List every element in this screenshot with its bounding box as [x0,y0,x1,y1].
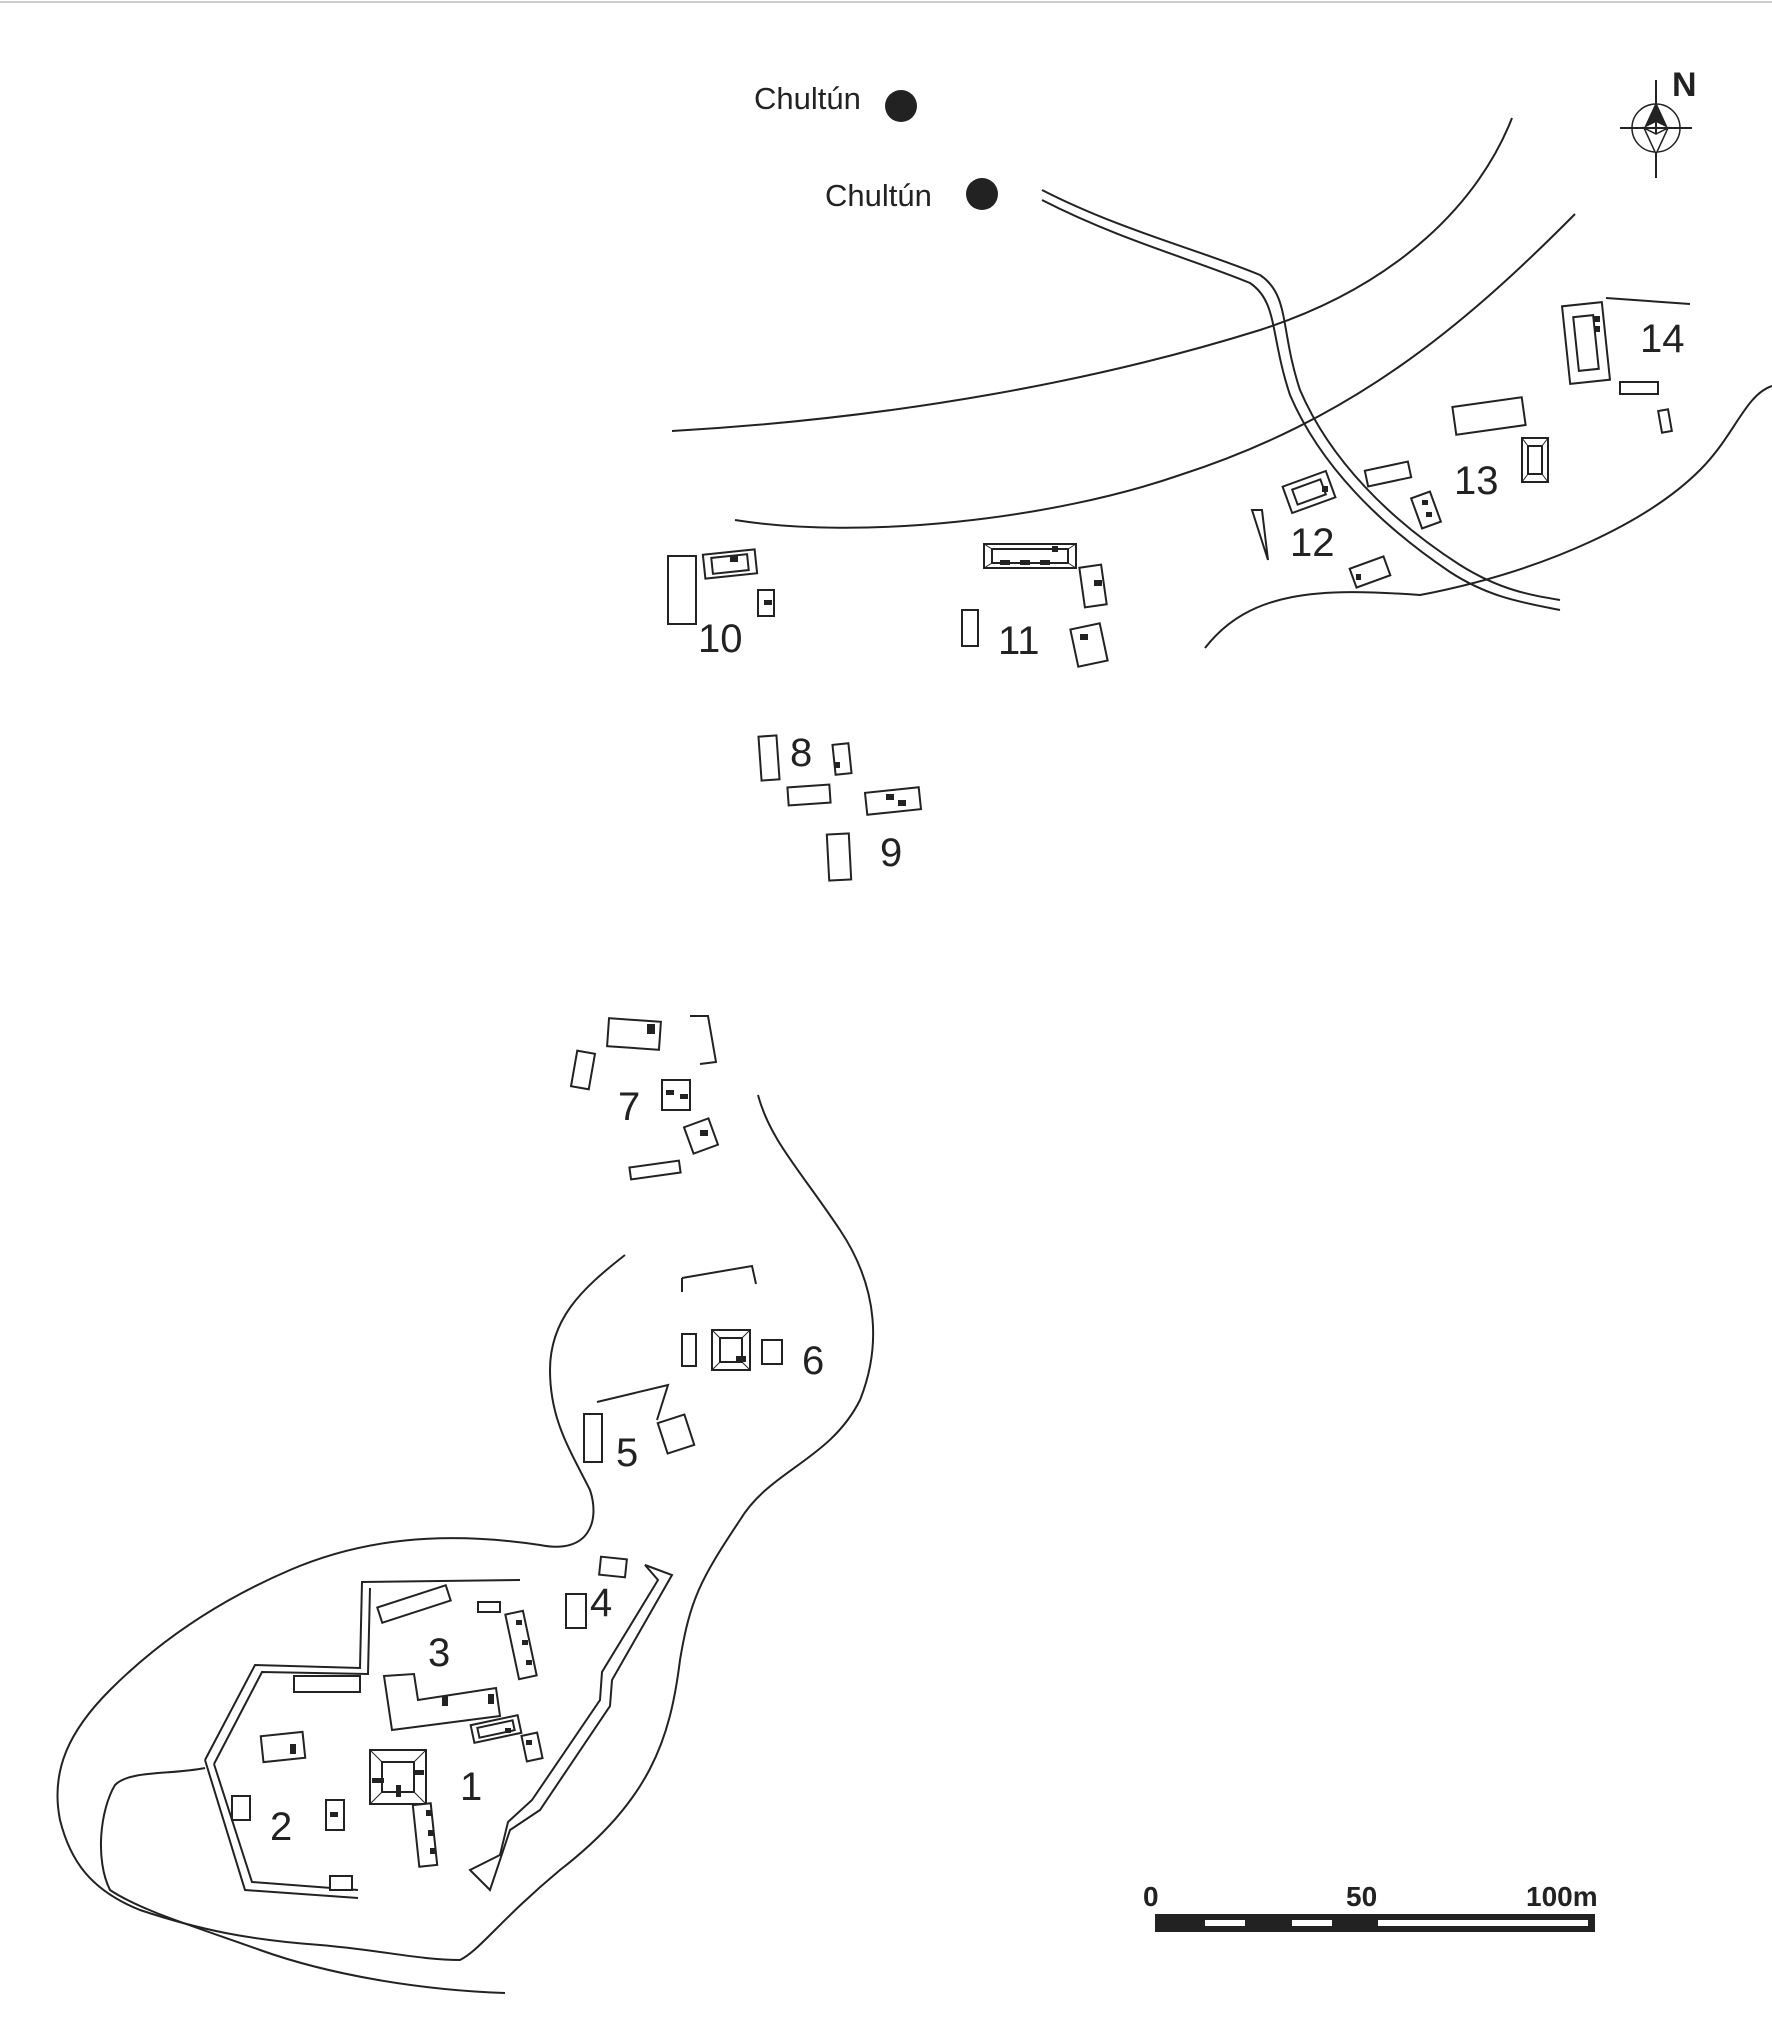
group-3: 3 [293,1584,538,1732]
group-6: 6 [681,1264,824,1383]
scale-label-100m: 100m [1526,1881,1598,1912]
chultun-dot-2 [966,178,998,210]
group-1: 1 [369,1714,544,1868]
group-label-11: 11 [998,619,1040,663]
chultun-dot-1 [885,90,917,122]
group-label-12: 12 [1290,521,1335,565]
group-label-3: 3 [428,1631,450,1675]
group-label-4: 4 [590,1581,612,1625]
north-arrow-icon: N [1620,66,1697,178]
group-11: 11 [961,543,1109,668]
chultun-2: Chultún [825,178,998,213]
group-4: 4 [565,1555,628,1629]
group-5: 5 [583,1383,696,1475]
group-label-2: 2 [270,1805,292,1849]
group-label-14: 14 [1640,317,1685,361]
group-label-6: 6 [802,1339,824,1383]
group-9: 9 [825,786,923,882]
group-label-7: 7 [618,1085,640,1129]
terrain-lines [671,117,1772,649]
group-8: 8 [757,731,853,807]
group-14: 14 [1560,297,1691,434]
group-label-1: 1 [460,1765,482,1809]
scale-label-0: 0 [1143,1881,1159,1912]
group-label-13: 13 [1454,459,1499,503]
group-label-10: 10 [698,617,743,661]
group-12: 12 [1250,469,1392,589]
group-2: 2 [231,1730,353,1891]
group-13: 13 [1363,396,1549,530]
scale-bar: 0 50 100m [1143,1881,1598,1932]
north-label: N [1672,66,1697,104]
chultun-label-1: Chultún [754,81,861,116]
chultun-1: Chultún [754,81,917,122]
group-label-9: 9 [880,831,902,875]
group-7: 7 [569,1015,720,1181]
scale-label-50: 50 [1346,1881,1377,1912]
group-label-5: 5 [616,1431,638,1475]
group-label-8: 8 [790,731,812,775]
group-10: 10 [667,548,775,661]
south-outline [56,1094,875,1994]
chultun-label-2: Chultún [825,178,932,213]
